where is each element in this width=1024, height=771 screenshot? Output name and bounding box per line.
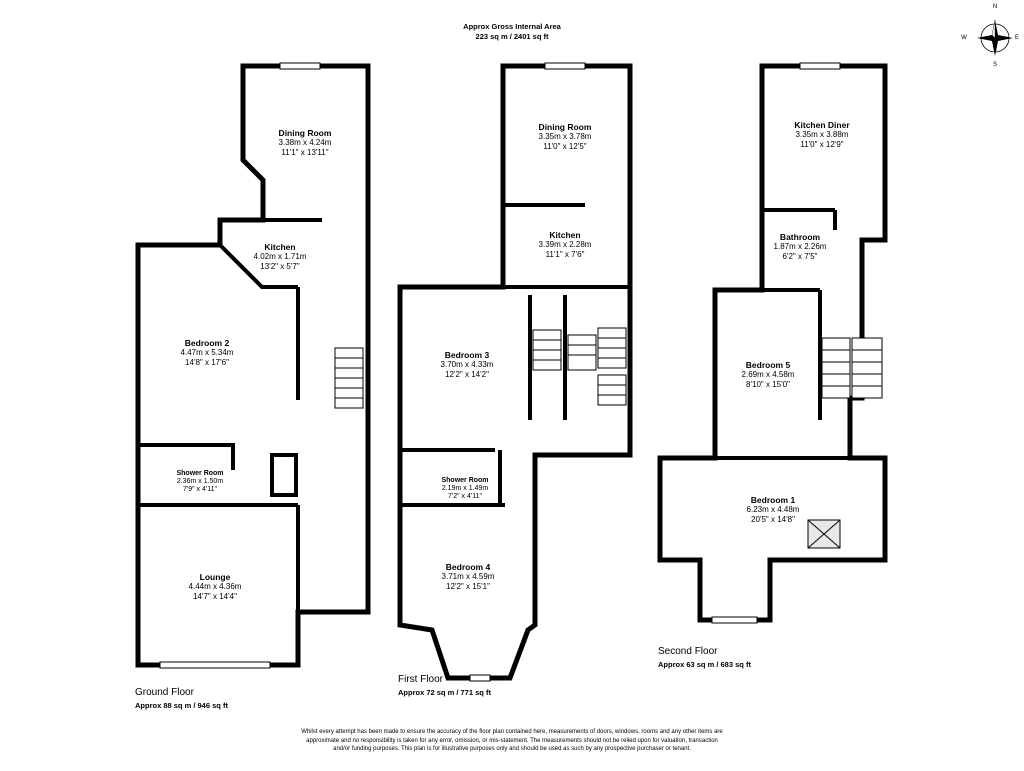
ground-floor-outline: [135, 63, 371, 668]
second-floor-outline: [657, 63, 888, 623]
disclaimer: Whilst every attempt has been made to en…: [301, 729, 723, 752]
staircases: [334, 327, 883, 549]
compass-e: E: [1014, 35, 1020, 41]
compass-icon: [977, 19, 1013, 56]
header-area: 223 sq m / 2401 sq ft: [475, 32, 549, 41]
gross-area-header: Approx Gross Internal Area 223 sq m / 24…: [463, 22, 561, 42]
internal-walls: [138, 203, 850, 612]
first-floor-outline: [397, 63, 633, 681]
compass-n: N: [992, 4, 998, 10]
compass-w: W: [961, 35, 967, 41]
windows: [159, 62, 841, 682]
compass-s: S: [992, 62, 998, 68]
header-title: Approx Gross Internal Area: [463, 22, 561, 31]
